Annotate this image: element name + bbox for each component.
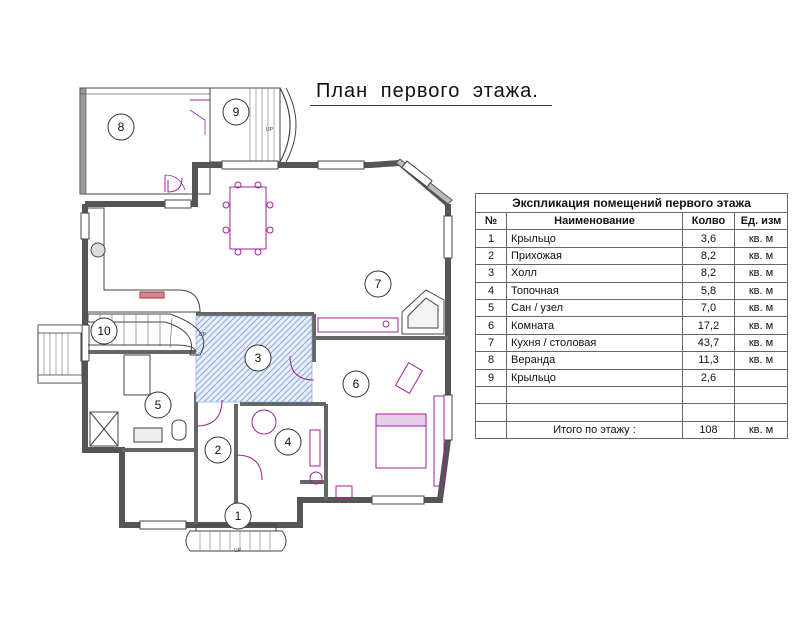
room-markers: 1 2 3 4 5 6 7 8 9 10 — [90, 98, 392, 530]
row-name: Комната — [506, 316, 683, 335]
row-qty: 17,2 — [682, 316, 735, 335]
row-unit: кв. м — [733, 264, 789, 283]
header-qty: Колво — [682, 211, 735, 231]
room-marker-1: 1 — [224, 502, 252, 530]
room-number-4: 4 — [285, 435, 292, 449]
furniture — [167, 177, 445, 499]
room-number-2: 2 — [215, 443, 222, 457]
row-unit: кв. м — [733, 246, 789, 266]
stair-up-label-porch: UP — [266, 127, 274, 133]
row-number: 7 — [475, 333, 507, 353]
row-qty: 8,2 — [682, 246, 735, 266]
row-unit: кв. м — [733, 316, 789, 335]
room-number-10: 10 — [97, 324, 111, 338]
table-row-total: Итого по этажу : 108 кв. м — [475, 420, 789, 440]
row-number: 2 — [475, 246, 507, 266]
title-underline — [310, 105, 552, 106]
room-marker-10: 10 — [90, 317, 118, 345]
row-name: Кухня / столовая — [506, 333, 683, 353]
row-name: Топочная — [506, 281, 683, 300]
total-qty: 108 — [682, 420, 735, 440]
room-explication-table: Экспликация помещений первого этажа № На… — [474, 193, 789, 440]
fireplace-bay — [401, 289, 445, 335]
row-qty: 11,3 — [682, 351, 735, 370]
row-qty: 7,0 — [682, 298, 735, 318]
row-number: 4 — [475, 281, 507, 300]
room-number-9: 9 — [233, 105, 240, 119]
side-porch — [37, 324, 83, 384]
row-qty: 5,8 — [682, 281, 735, 300]
total-label: Итого по этажу : — [506, 420, 683, 440]
room-marker-4: 4 — [274, 428, 302, 456]
plan-title: План первого этажа. — [316, 80, 539, 102]
row-qty: 8,2 — [682, 264, 735, 283]
room-number-3: 3 — [255, 351, 262, 365]
room-number-7: 7 — [375, 277, 382, 291]
header-unit: Ед. изм — [733, 211, 789, 231]
row-name: Крыльцо — [506, 368, 683, 387]
row-unit: кв. м — [733, 333, 789, 353]
row-name: Прихожая — [506, 246, 683, 266]
row-qty: 2,6 — [682, 368, 735, 387]
kitchen-counter — [88, 207, 201, 313]
room-marker-2: 2 — [204, 436, 232, 464]
row-number: 5 — [475, 298, 507, 318]
room-marker-7: 7 — [364, 270, 392, 298]
total-unit: кв. м — [733, 420, 789, 440]
stair-up-label-main: UP — [199, 332, 207, 338]
room-marker-8: 8 — [107, 113, 135, 141]
row-number: 1 — [475, 229, 507, 248]
row-unit: кв. м — [733, 298, 789, 318]
row-unit: кв. м — [733, 351, 789, 370]
row-qty: 3,6 — [682, 229, 735, 248]
row-number: 3 — [475, 264, 507, 283]
row-name: Холл — [506, 264, 683, 283]
table-caption: Экспликация помещений первого этажа — [474, 193, 789, 213]
table-row-empty — [475, 403, 789, 422]
veranda — [79, 87, 211, 195]
row-number: 8 — [475, 351, 507, 370]
room-number-6: 6 — [353, 377, 360, 391]
bathroom-fixtures — [89, 354, 187, 447]
room-marker-6: 6 — [342, 370, 370, 398]
row-name: Веранда — [506, 351, 683, 370]
table-row-empty — [475, 385, 789, 405]
room-marker-5: 5 — [144, 391, 172, 419]
header-number: № — [475, 211, 507, 231]
row-number: 6 — [475, 316, 507, 335]
porch-rear: UP — [209, 87, 297, 163]
row-number: 9 — [475, 368, 507, 387]
room-number-8: 8 — [118, 120, 125, 134]
row-name: Крыльцо — [506, 229, 683, 248]
row-unit: кв. м — [733, 281, 789, 300]
stair-up-label-entry: UP — [234, 548, 242, 554]
header-name: Наименование — [506, 211, 683, 231]
room-marker-9: 9 — [222, 98, 250, 126]
row-qty: 43,7 — [682, 333, 735, 353]
windows — [80, 160, 453, 530]
row-unit — [733, 368, 789, 387]
row-unit: кв. м — [733, 229, 789, 248]
room-number-5: 5 — [155, 398, 162, 412]
room-marker-3: 3 — [244, 344, 272, 372]
row-name: Сан / узел — [506, 298, 683, 318]
room-number-1: 1 — [235, 509, 242, 523]
